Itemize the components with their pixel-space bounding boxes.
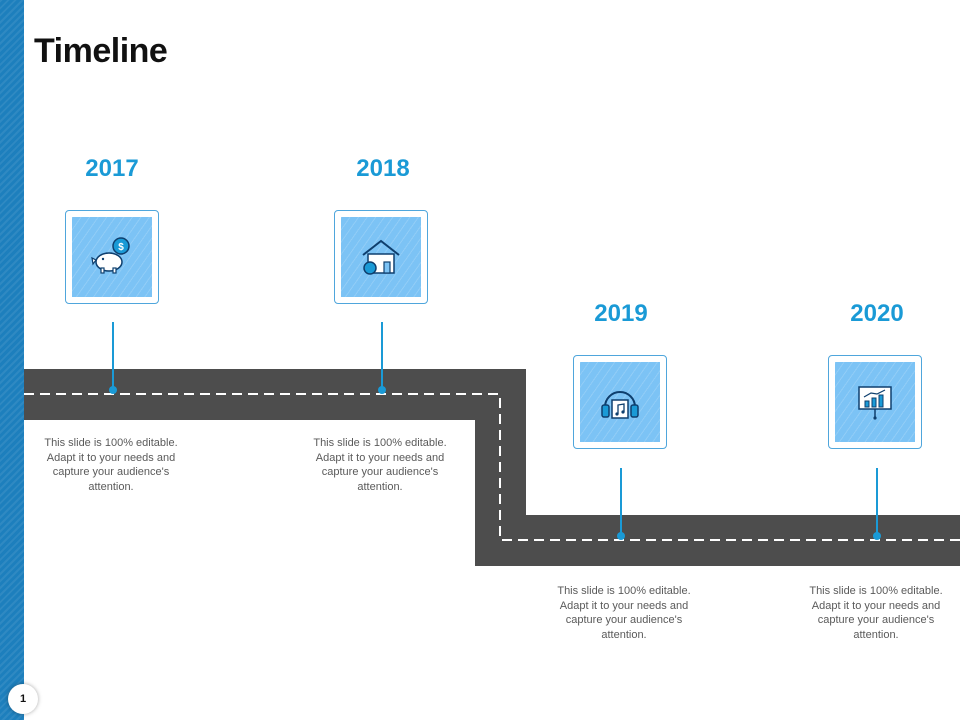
milestone-icon-box (828, 355, 922, 449)
timeline-dot (109, 386, 117, 394)
milestone-description: This slide is 100% editable. Adapt it to… (809, 585, 943, 641)
house-icon (362, 239, 400, 275)
connector-line (876, 468, 878, 536)
timeline-dot (617, 532, 625, 540)
connector-line (381, 322, 383, 390)
connector-line (620, 468, 622, 536)
milestone-icon-box (334, 210, 428, 304)
year-label: 2018 (356, 155, 410, 182)
milestone-icon-box (573, 355, 667, 449)
page-number: 1 (8, 684, 38, 714)
milestone-description: This slide is 100% editable. Adapt it to… (557, 585, 691, 641)
slide-title: Timeline (34, 32, 168, 70)
presentation-board-icon (858, 386, 892, 420)
piggy-bank-icon: $ (91, 237, 130, 274)
year-label: 2017 (85, 155, 139, 182)
svg-text:$: $ (118, 242, 124, 253)
milestone-description: This slide is 100% editable. Adapt it to… (313, 437, 447, 493)
side-accent-bar (0, 0, 24, 720)
milestone-description: This slide is 100% editable. Adapt it to… (44, 437, 178, 493)
milestone-icon-box: $ (65, 210, 159, 304)
year-label: 2019 (594, 300, 648, 327)
headphones-music-icon (601, 391, 639, 419)
timeline-dot (873, 532, 881, 540)
year-label: 2020 (850, 300, 904, 327)
timeline-dot (378, 386, 386, 394)
connector-line (112, 322, 114, 390)
